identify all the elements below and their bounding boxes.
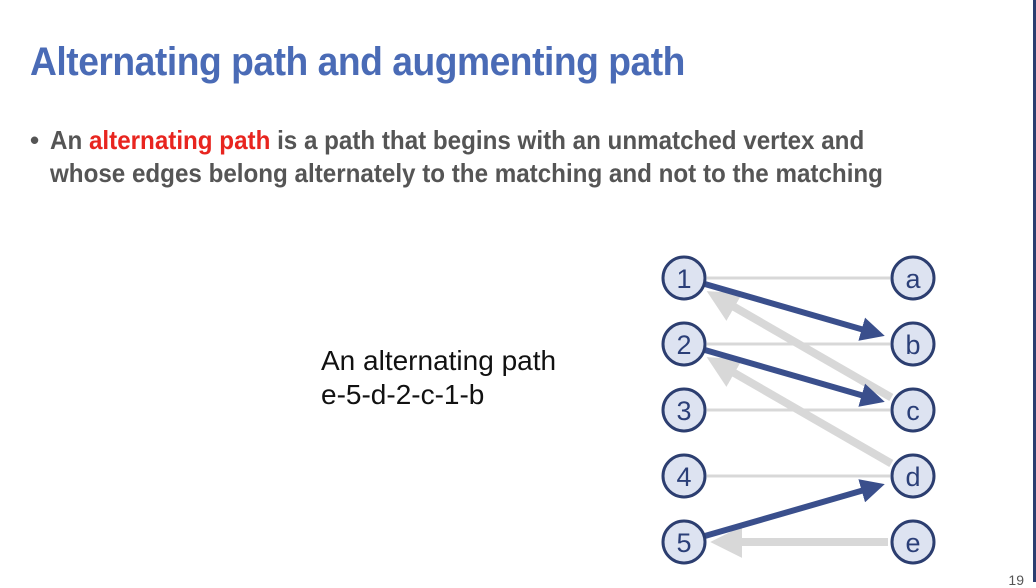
path-edge-d-2 bbox=[706, 357, 894, 467]
matching-edge-1-b bbox=[701, 280, 885, 341]
node-circle-5 bbox=[661, 519, 707, 565]
caption-line-1: An alternating path bbox=[321, 345, 557, 376]
bullet-prefix: An bbox=[50, 125, 83, 155]
matching-edge-5-d bbox=[701, 479, 885, 540]
node-circle-e bbox=[890, 519, 936, 565]
highlight-term: alternating path bbox=[88, 125, 271, 155]
path-edge-c-1 bbox=[706, 291, 894, 401]
bullet-line-1-rest: is a path that begins with an unmatched … bbox=[277, 125, 865, 155]
node-label-4: 4 bbox=[676, 462, 691, 492]
node-circle-1 bbox=[661, 255, 707, 301]
caption-line-2: e-5-d-2-c-1-b bbox=[321, 379, 485, 410]
node-label-b: b bbox=[905, 330, 920, 360]
node-label-d: d bbox=[905, 462, 920, 492]
node-circle-c bbox=[890, 387, 936, 433]
bullet-point: • An alternating path is a path that beg… bbox=[30, 124, 1020, 190]
node-circle-2 bbox=[661, 321, 707, 367]
node-label-1: 1 bbox=[676, 264, 691, 294]
caption: An alternating path e-5-d-2-c-1-b bbox=[321, 344, 556, 412]
node-5: 5 bbox=[661, 519, 707, 565]
node-circle-d bbox=[890, 453, 936, 499]
edges-layer bbox=[701, 276, 894, 558]
node-circle-4 bbox=[661, 453, 707, 499]
slide-title: Alternating path and augmenting path bbox=[30, 40, 685, 84]
node-label-5: 5 bbox=[676, 528, 691, 558]
node-label-e: e bbox=[905, 528, 920, 558]
node-2: 2 bbox=[661, 321, 707, 367]
node-a: a bbox=[890, 255, 936, 301]
matching-edge-2-c bbox=[701, 346, 885, 407]
node-e: e bbox=[890, 519, 936, 565]
slide-right-border bbox=[1033, 0, 1036, 582]
node-circle-3 bbox=[661, 387, 707, 433]
node-label-2: 2 bbox=[676, 330, 691, 360]
bullet-line-2: whose edges belong alternately to the ma… bbox=[50, 158, 883, 188]
node-label-a: a bbox=[905, 264, 921, 294]
node-b: b bbox=[890, 321, 936, 367]
node-3: 3 bbox=[661, 387, 707, 433]
bullet-marker: • bbox=[30, 125, 40, 155]
node-circle-a bbox=[890, 255, 936, 301]
node-label-c: c bbox=[906, 396, 920, 426]
nodes-layer: 1 2 3 4 5 a b c d e bbox=[661, 255, 936, 565]
node-d: d bbox=[890, 453, 936, 499]
page-number: 19 bbox=[1008, 572, 1024, 588]
node-1: 1 bbox=[661, 255, 707, 301]
node-c: c bbox=[890, 387, 936, 433]
node-circle-b bbox=[890, 321, 936, 367]
node-4: 4 bbox=[661, 453, 707, 499]
node-label-3: 3 bbox=[676, 396, 691, 426]
bullet-line-1: An alternating path is a path that begin… bbox=[50, 124, 952, 157]
